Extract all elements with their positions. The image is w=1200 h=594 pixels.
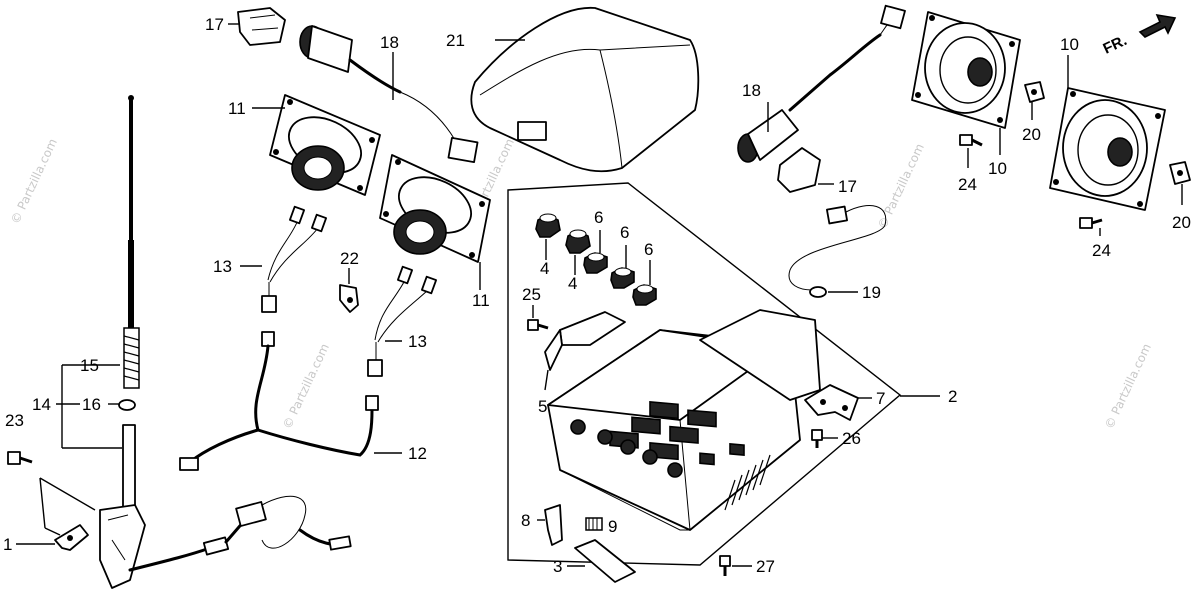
speaker-extension-cord	[737, 4, 906, 163]
rubber-cap-right	[777, 147, 834, 193]
top-left-leader-lines	[228, 23, 394, 100]
part-label: 7	[876, 389, 885, 408]
part-label: 6	[620, 223, 629, 242]
part-label: 18	[380, 33, 399, 52]
part-label: 11	[228, 99, 246, 118]
heat-sink	[724, 454, 771, 511]
knob-6-c	[632, 284, 657, 306]
part-label: 15	[80, 356, 99, 375]
knob-6-a	[583, 252, 608, 274]
part-label: 17	[838, 177, 857, 196]
part-label: 10	[988, 159, 1007, 178]
part-label: 14	[32, 395, 51, 414]
harness-leader-lines	[240, 265, 402, 454]
screw-26	[811, 429, 838, 448]
part-label: 8	[521, 511, 530, 530]
screw-24-upper	[959, 134, 983, 168]
knob-6-b	[610, 267, 635, 289]
screw-24-lower	[1079, 217, 1103, 236]
part-label: 26	[842, 429, 861, 448]
right-leader-lines	[767, 55, 1183, 205]
watermark: © Partzilla.com	[280, 341, 332, 431]
knob-4-upper	[535, 213, 561, 238]
part-label: 24	[958, 175, 977, 194]
part-label: 13	[213, 257, 232, 276]
part-label: 4	[568, 274, 577, 293]
antenna-rod	[123, 95, 140, 389]
knobs	[535, 213, 657, 306]
part-label: 13	[408, 332, 427, 351]
part-label: 27	[756, 557, 775, 576]
watermark: © Partzilla.com	[8, 136, 60, 226]
front-direction-label: FR.	[1101, 32, 1130, 58]
front-direction-arrow-icon: FR.	[1101, 13, 1177, 58]
part-label: 1	[3, 535, 12, 554]
antenna-cable	[128, 495, 352, 572]
antenna-bolt	[7, 451, 33, 465]
antenna-mast-base	[99, 424, 146, 589]
part-label: 5	[538, 397, 547, 416]
part-label: 25	[522, 285, 541, 304]
speaker-left	[269, 94, 381, 196]
ground-wire-19	[788, 205, 887, 298]
part-labels: 1 2 3 4 4 5 6 6 6 7 8 9 10 10 11 11 12 1…	[3, 15, 1191, 576]
part-label: 2	[948, 387, 957, 406]
mounting-bracket-7	[804, 384, 872, 421]
antenna-leader-lines	[16, 364, 122, 545]
part-label: 20	[1172, 213, 1191, 232]
part-label: 6	[644, 240, 653, 259]
part-label: 16	[82, 395, 101, 414]
antenna-nut	[118, 399, 136, 411]
speaker-wire-left	[261, 205, 327, 313]
part-label: 12	[408, 444, 427, 463]
screw-25	[527, 305, 549, 331]
panel-bracket	[544, 311, 626, 391]
part-label: 20	[1022, 125, 1041, 144]
part-label: 23	[5, 411, 24, 430]
speaker-front-right	[1049, 87, 1166, 211]
cover-plate-3	[567, 539, 636, 583]
radio-cover	[470, 7, 700, 173]
clip-8	[537, 504, 563, 546]
part-label: 19	[862, 283, 881, 302]
screw-27	[719, 555, 752, 576]
part-label: 22	[340, 249, 359, 268]
watermark: © Partzilla.com	[1102, 341, 1154, 431]
part-label: 4	[540, 259, 549, 278]
antenna-bracket	[54, 524, 89, 551]
grommet-20-upper	[1024, 81, 1045, 103]
part-label: 9	[608, 517, 617, 536]
part-label: 10	[1060, 35, 1079, 54]
speaker-wire-right	[367, 265, 437, 377]
part-label: 24	[1092, 241, 1111, 260]
part-label: 21	[446, 31, 465, 50]
main-harness	[179, 331, 379, 471]
part-label: 18	[742, 81, 761, 100]
part-label: 17	[205, 15, 224, 34]
antenna-extension-cord	[299, 25, 479, 164]
rubber-cap-left	[237, 7, 286, 46]
grommet-20-lower	[1169, 161, 1191, 185]
part-label: 6	[594, 208, 603, 227]
speaker-front-left	[911, 11, 1021, 129]
harness-clip	[339, 284, 359, 313]
part-label: 11	[472, 291, 490, 310]
part-label: 3	[553, 557, 562, 576]
radio-jacks	[570, 419, 683, 478]
speaker-right	[379, 154, 491, 263]
knob-4-lower	[565, 229, 591, 254]
watermark: © Partzilla.com	[875, 141, 927, 231]
assembly-outline	[507, 182, 940, 566]
radio-unit	[547, 309, 821, 531]
spring-9	[585, 517, 603, 531]
